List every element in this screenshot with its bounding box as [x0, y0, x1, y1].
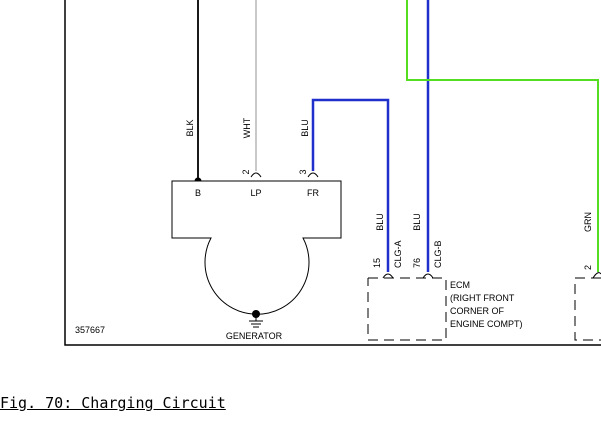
generator-label: GENERATOR — [226, 331, 283, 341]
ecm-outline — [367, 277, 447, 341]
ecm-circuit-a: CLG-A — [393, 240, 403, 268]
ecm-pin-a-number: 15 — [372, 258, 382, 268]
generator-body — [171, 180, 342, 315]
ecm-pin-b-connector — [422, 273, 434, 279]
ecm-circuit-b: CLG-B — [433, 240, 443, 268]
figure-caption: Fig. 70: Charging Circuit — [0, 394, 226, 412]
wire-blu-fr — [311, 98, 390, 272]
terminal-lp-label: LP — [250, 188, 261, 198]
ecm-label-line-4: ENGINE COMPT) — [450, 319, 523, 329]
ground-icon — [249, 310, 263, 328]
wire-label-blu-b: BLU — [412, 213, 422, 231]
wire-grn — [406, 0, 599, 272]
wire-label-blk: BLK — [185, 119, 195, 136]
wire-label-blu-a: BLU — [375, 213, 385, 231]
pin-fr-number: 3 — [298, 169, 308, 174]
right-pin-connector — [592, 272, 601, 279]
pin-lp-connector — [250, 172, 262, 178]
wire-label-wht: WHT — [242, 117, 252, 138]
pin-fr-connector — [307, 172, 319, 178]
ecm-pin-a-connector — [382, 273, 394, 279]
diagram-frame — [64, 0, 601, 346]
right-connector-outline — [574, 277, 601, 341]
pin-lp-number: 2 — [241, 169, 251, 174]
ecm-label-line-3: CORNER OF — [450, 306, 505, 316]
ecm-label-line-2: (RIGHT FRONT — [450, 293, 515, 303]
right-pin-number: 2 — [583, 265, 593, 270]
ecm-label-line-1: ECM — [450, 280, 470, 290]
wire-label-grn: GRN — [583, 212, 593, 232]
figure-id: 357667 — [75, 325, 105, 335]
terminal-b-label: B — [195, 188, 201, 198]
wire-label-blu-fr: BLU — [300, 119, 310, 137]
terminal-fr-label: FR — [307, 188, 319, 198]
ecm-pin-b-number: 76 — [412, 258, 422, 268]
